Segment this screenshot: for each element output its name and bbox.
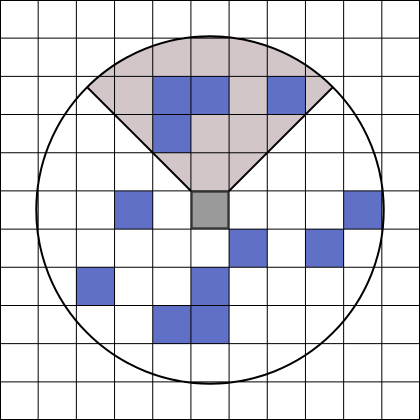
obstacle-cell (152, 76, 191, 115)
obstacle-cell (152, 114, 191, 153)
obstacle-cell (190, 267, 230, 306)
agent-cell (191, 191, 229, 229)
obstacle-cell (267, 76, 306, 115)
obstacle-cell (343, 190, 382, 230)
fov-edge-left (86, 86, 211, 211)
obstacle-cell (190, 76, 230, 115)
obstacle-cell (305, 229, 344, 268)
obstacle-cell (76, 267, 115, 306)
sensing-range-circle (35, 35, 385, 385)
obstacle-cell (190, 305, 230, 344)
obstacle-layer (76, 76, 382, 344)
fov-edge-right (209, 86, 334, 211)
agent-layer (191, 191, 229, 229)
obstacle-cell (114, 190, 153, 230)
obstacle-cell (152, 305, 191, 344)
obstacle-cell (229, 229, 268, 268)
sensing-range-layer (35, 35, 385, 385)
